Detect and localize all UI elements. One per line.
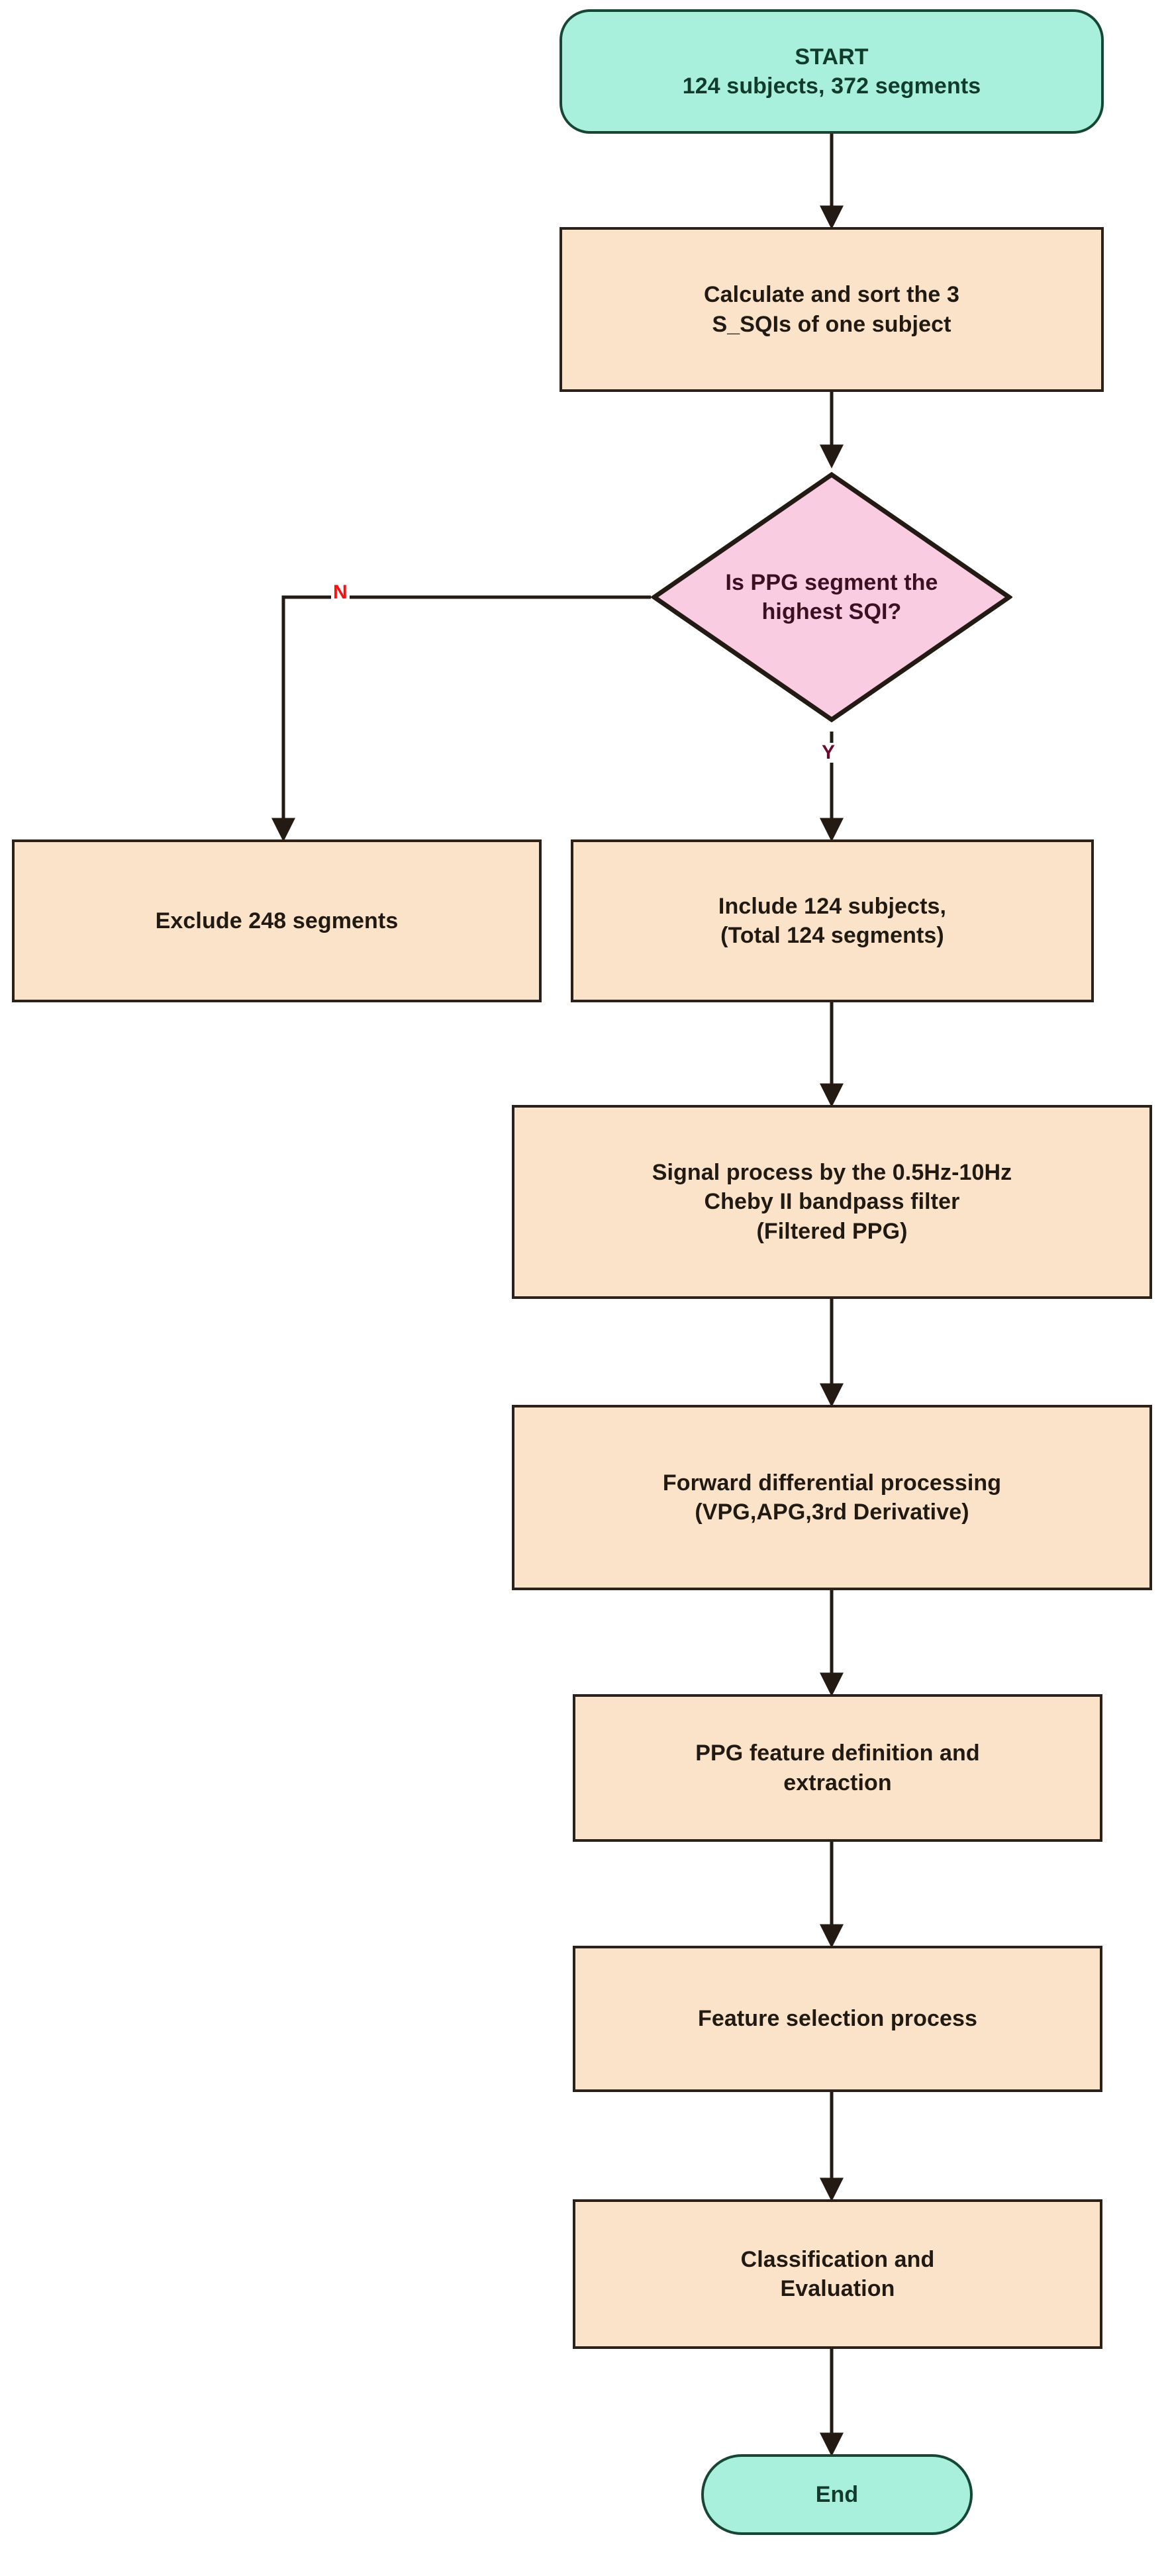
node-decision-highest-sqi[interactable]: Is PPG segment the highest SQI?: [651, 471, 1012, 723]
node-end[interactable]: End: [701, 2454, 973, 2535]
node-include-subjects-label: Include 124 subjects, (Total 124 segment…: [718, 893, 947, 948]
edge-label-yes: Y: [820, 743, 838, 763]
node-calculate-sqi[interactable]: Calculate and sort the 3 S_SQIs of one s…: [560, 227, 1104, 392]
node-feature-selection[interactable]: Feature selection process: [573, 1946, 1102, 2092]
node-exclude-segments-label: Exclude 248 segments: [155, 908, 399, 933]
node-classification-evaluation-label: Classification and Evaluation: [740, 2246, 935, 2301]
node-classification-evaluation[interactable]: Classification and Evaluation: [573, 2199, 1102, 2349]
node-bandpass-filter[interactable]: Signal process by the 0.5Hz-10Hz Cheby I…: [512, 1105, 1152, 1299]
node-decision-highest-sqi-label: Is PPG segment the highest SQI?: [725, 569, 938, 624]
node-calculate-sqi-label: Calculate and sort the 3 S_SQIs of one s…: [704, 282, 959, 337]
node-feature-extraction[interactable]: PPG feature definition and extraction: [573, 1694, 1102, 1842]
node-include-subjects[interactable]: Include 124 subjects, (Total 124 segment…: [571, 839, 1094, 1002]
node-start[interactable]: START 124 subjects, 372 segments: [560, 9, 1104, 134]
node-start-label: START 124 subjects, 372 segments: [682, 44, 981, 99]
node-feature-selection-label: Feature selection process: [697, 2006, 977, 2032]
node-forward-differential-label: Forward differential processing (VPG,APG…: [662, 1470, 1002, 1525]
node-exclude-segments[interactable]: Exclude 248 segments: [12, 839, 542, 1002]
node-bandpass-filter-label: Signal process by the 0.5Hz-10Hz Cheby I…: [652, 1160, 1012, 1244]
edge-decision-no-to-exclude: [271, 595, 651, 842]
node-feature-extraction-label: PPG feature definition and extraction: [695, 1741, 980, 1795]
edge-label-no: N: [331, 583, 350, 602]
diamond-shape: [651, 471, 1012, 723]
node-end-label: End: [815, 2481, 859, 2507]
node-forward-differential[interactable]: Forward differential processing (VPG,APG…: [512, 1405, 1152, 1590]
